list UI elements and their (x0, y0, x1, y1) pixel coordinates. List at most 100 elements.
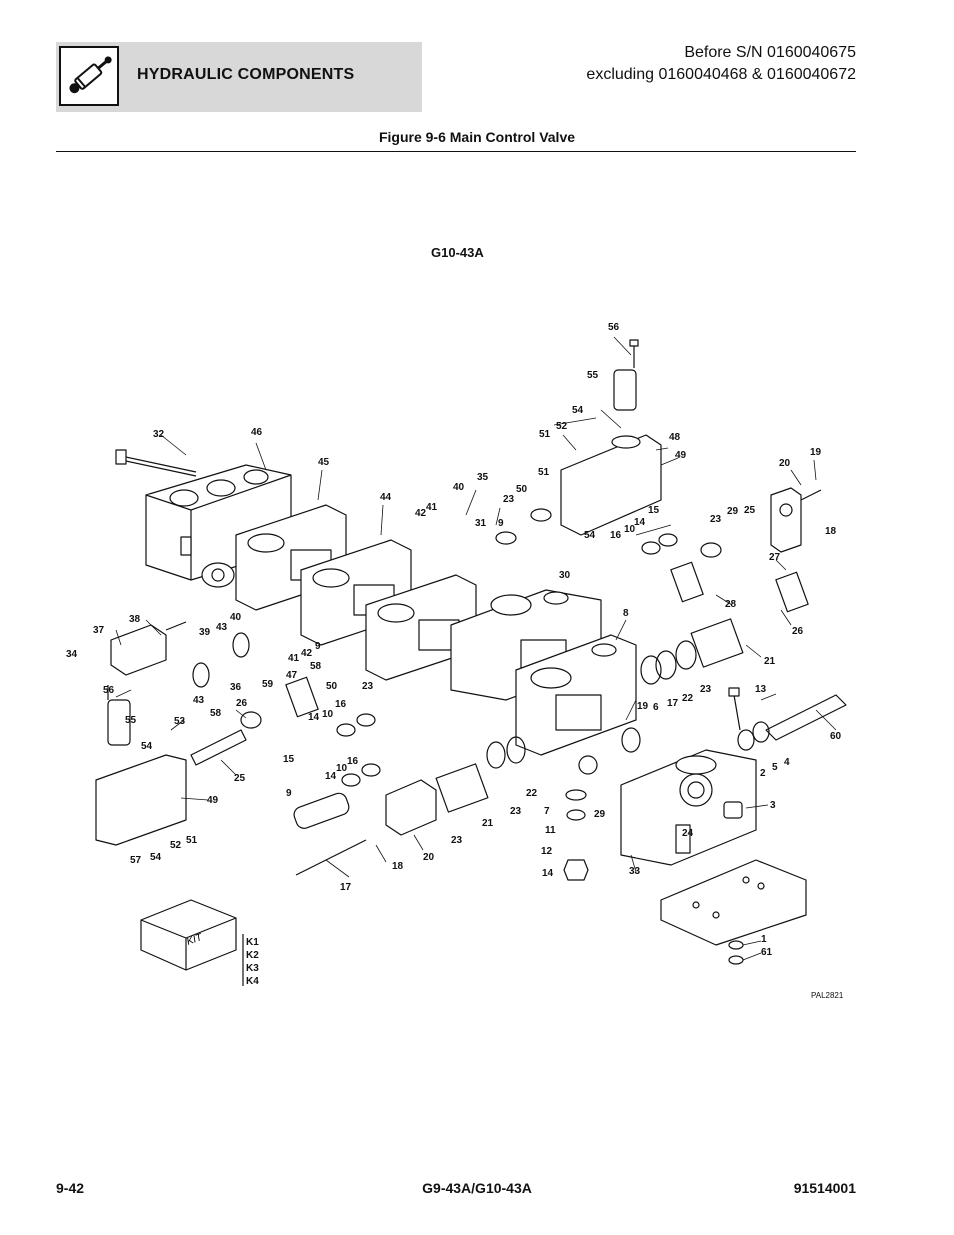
left-solenoid-assembly-drawing (95, 685, 187, 846)
callout-label: 14 (325, 771, 337, 782)
header-divider (56, 151, 856, 152)
hydraulic-cylinder-icon (59, 46, 119, 106)
kit-box-label: KIT (185, 932, 204, 948)
mounting-bracket-drawing (660, 859, 807, 946)
callout-label: 16 (347, 756, 359, 767)
callout-label: 34 (66, 649, 78, 660)
callout-label: 41 (288, 653, 300, 664)
document-part-number: 91514001 (793, 1180, 856, 1196)
callout-label: 25 (234, 773, 246, 784)
callout-label: 23 (510, 806, 522, 817)
callout-label: 58 (310, 661, 322, 672)
callout-label: 16 (610, 530, 622, 541)
callout-label: 54 (572, 405, 584, 416)
callout-label: 11 (545, 825, 556, 836)
callout-label: 57 (130, 855, 142, 866)
callout-label: 52 (556, 421, 568, 432)
callout-label: 49 (675, 450, 687, 461)
page-number: 9-42 (56, 1180, 85, 1196)
callout-label: 53 (174, 716, 186, 727)
callout-label: 19 (810, 447, 822, 458)
section-title: HYDRAULIC COMPONENTS (137, 66, 355, 83)
callout-label: 40 (230, 612, 242, 623)
callout-label: 23 (700, 684, 712, 695)
callout-label: 15 (283, 754, 295, 765)
callout-label: 44 (380, 492, 392, 503)
callout-label: 21 (482, 818, 494, 829)
callout-label: 42 (301, 648, 313, 659)
callout-label: 41 (426, 502, 438, 513)
callout-label: 37 (93, 625, 105, 636)
callout-label: 24 (682, 828, 694, 839)
callout-label: 10 (624, 524, 636, 535)
callout-label: 22 (526, 788, 538, 799)
callout-label: 16 (335, 699, 347, 710)
callout-label: 18 (825, 526, 837, 537)
serial-line-2: excluding 0160040468 & 0160040672 (586, 66, 856, 83)
callout-label: 43 (216, 622, 228, 633)
callout-label: 49 (207, 795, 219, 806)
callout-label: 30 (559, 570, 571, 581)
callout-label: 27 (769, 552, 781, 563)
kit-k1-label: K1 (246, 937, 259, 948)
callout-label: 56 (608, 322, 620, 333)
callout-label: 17 (340, 882, 352, 893)
top-solenoid-assembly-drawing (560, 339, 662, 536)
callout-label: 54 (584, 530, 596, 541)
callout-label: 58 (210, 708, 222, 719)
valve-section-5-drawing (515, 634, 637, 756)
callout-label: 14 (308, 712, 320, 723)
kit-k4-label: K4 (246, 976, 259, 987)
plug-9-drawing (293, 792, 350, 829)
fitting-20-drawing (385, 779, 437, 836)
spring-27-drawing (775, 571, 809, 613)
callout-label: 56 (103, 685, 115, 696)
model-label: G10-43A (431, 245, 484, 260)
callout-label: 1 (761, 934, 767, 945)
callout-label: 48 (669, 432, 681, 443)
fitting-24-drawing (723, 801, 743, 819)
kit-k2-label: K2 (246, 950, 259, 961)
footer-model: G9-43A/G10-43A (422, 1180, 532, 1196)
spring-28-drawing (670, 561, 704, 603)
callout-label: 21 (764, 656, 776, 667)
callout-label: 47 (286, 670, 298, 681)
callout-label: 23 (503, 494, 515, 505)
callout-label: 25 (744, 505, 756, 516)
callout-label: 42 (415, 508, 427, 519)
callout-label: 29 (727, 506, 739, 517)
kit-box-drawing (140, 899, 237, 971)
callout-label: 61 (761, 947, 773, 958)
callout-label: 36 (230, 682, 242, 693)
callout-label: 20 (423, 852, 435, 863)
spool-right-drawing (765, 694, 847, 741)
callout-label: 23 (451, 835, 463, 846)
callout-label: 26 (236, 698, 248, 709)
callout-label: 29 (594, 809, 606, 820)
callout-label: 60 (830, 731, 842, 742)
callout-label: 23 (710, 514, 722, 525)
callout-label: 14 (634, 517, 646, 528)
pilot-block-drawing (110, 621, 187, 676)
callout-label: 31 (475, 518, 487, 529)
callout-label: 18 (392, 861, 404, 872)
exploded-view-drawing: 5655545251484932464544424140353195023515… (66, 322, 847, 1000)
callout-label: 14 (542, 868, 554, 879)
kit-k3-label: K3 (246, 963, 259, 974)
callout-label: 43 (193, 695, 205, 706)
callout-label: 55 (125, 715, 137, 726)
callout-label: 5 (772, 762, 778, 773)
callout-label: 9 (498, 518, 504, 529)
callout-label: 12 (541, 846, 553, 857)
sleeve-21-drawing (435, 618, 744, 813)
callout-label: 50 (326, 681, 338, 692)
callout-label: 39 (199, 627, 211, 638)
callout-label: 7 (544, 806, 550, 817)
callout-label: 35 (477, 472, 489, 483)
tie-bolt-drawing (115, 449, 197, 477)
callout-label: 10 (336, 763, 348, 774)
callout-label: 8 (623, 608, 629, 619)
kit-list: K1 K2 K3 K4 (246, 937, 259, 987)
